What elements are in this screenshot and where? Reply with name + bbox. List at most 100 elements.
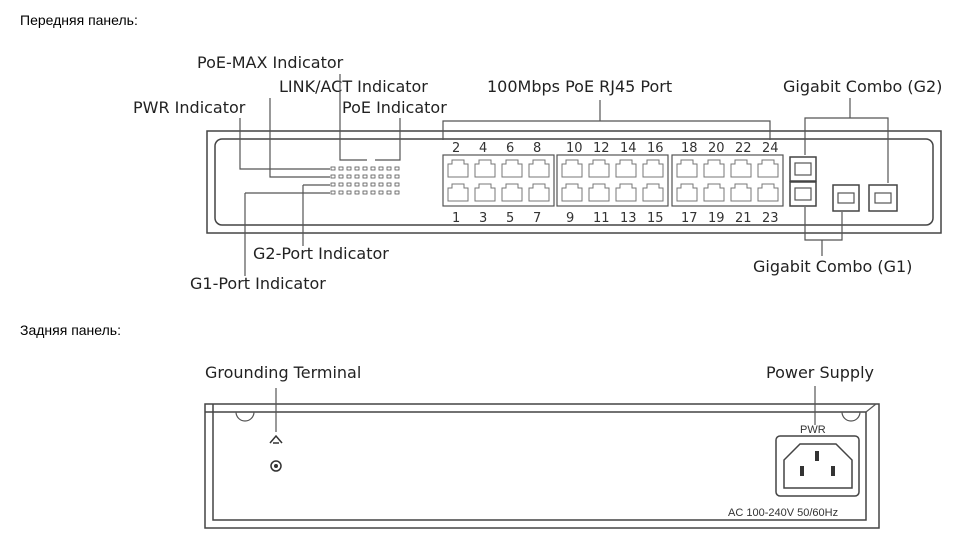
port-number-top: 20 [708, 141, 725, 156]
rj45-port-odd[interactable] [588, 183, 610, 202]
led-indicator [338, 182, 344, 187]
rj45-port-odd[interactable] [615, 183, 637, 202]
led-indicator [362, 166, 368, 171]
combo-rj45-g1[interactable] [789, 181, 817, 207]
led-indicator [346, 166, 352, 171]
rj45-port-even[interactable] [528, 159, 550, 178]
g2-leader-line [302, 184, 330, 246]
rj45-port-odd[interactable] [757, 183, 779, 202]
led-indicator-grid [330, 166, 400, 195]
led-indicator [330, 174, 336, 179]
led-indicator [346, 182, 352, 187]
gigabit-combo-g1-label: Gigabit Combo (G1) [753, 257, 912, 276]
led-indicator [394, 166, 400, 171]
pwr-label: PWR [800, 424, 826, 436]
rj45-port-even[interactable] [588, 159, 610, 178]
sfp-port-g1[interactable] [832, 184, 860, 212]
rj45-port-even[interactable] [474, 159, 496, 178]
port-group [671, 154, 784, 207]
port-number-top: 18 [681, 141, 698, 156]
port-number-top: 22 [735, 141, 752, 156]
led-indicator [362, 174, 368, 179]
port-number-bottom: 3 [479, 211, 487, 226]
port-number-top: 2 [452, 141, 460, 156]
rj45-port-even[interactable] [447, 159, 469, 178]
port-number-bottom: 15 [647, 211, 664, 226]
led-indicator [346, 190, 352, 195]
rj45-port-odd[interactable] [676, 183, 698, 202]
g1-port-indicator-label: G1-Port Indicator [190, 274, 326, 293]
port-number-bottom: 23 [762, 211, 779, 226]
rj45-port-even[interactable] [730, 159, 752, 178]
rj45-port-odd[interactable] [501, 183, 523, 202]
port-group [442, 154, 555, 207]
led-indicator [338, 174, 344, 179]
port-number-bottom: 21 [735, 211, 752, 226]
port-number-top: 12 [593, 141, 610, 156]
led-indicator [330, 182, 336, 187]
sfp-slot-icon [837, 192, 855, 204]
port-number-top: 4 [479, 141, 487, 156]
rj45-jack-icon [794, 162, 812, 176]
front-face [214, 138, 934, 226]
port-number-top: 24 [762, 141, 779, 156]
led-indicator [346, 174, 352, 179]
back-face [205, 404, 867, 521]
port-number-bottom: 19 [708, 211, 725, 226]
led-indicator [378, 182, 384, 187]
led-indicator [370, 190, 376, 195]
rj45-jack-icon [794, 187, 812, 201]
led-indicator [394, 174, 400, 179]
pwr-leader-line [239, 118, 330, 170]
rj45-port-odd[interactable] [730, 183, 752, 202]
led-indicator [362, 182, 368, 187]
rj45-port-odd[interactable] [642, 183, 664, 202]
poe-indicator-label: PoE Indicator [342, 98, 447, 117]
link-act-indicator-label: LINK/ACT Indicator [279, 77, 428, 96]
chassis-notches [235, 403, 877, 422]
port-number-bottom: 17 [681, 211, 698, 226]
rj45-port-even[interactable] [676, 159, 698, 178]
rj45-bracket [442, 100, 771, 140]
rj45-port-label: 100Mbps PoE RJ45 Port [487, 77, 672, 96]
ground-symbol-icon [269, 434, 283, 444]
rj45-port-even[interactable] [501, 159, 523, 178]
combo-g2-bracket [804, 98, 889, 183]
led-indicator [354, 174, 360, 179]
rj45-port-odd[interactable] [474, 183, 496, 202]
rj45-port-even[interactable] [615, 159, 637, 178]
led-indicator [354, 190, 360, 195]
led-indicator [330, 166, 336, 171]
link-act-leader-line [269, 98, 330, 178]
port-group [556, 154, 669, 207]
rj45-port-even[interactable] [703, 159, 725, 178]
port-number-bottom: 9 [566, 211, 574, 226]
rj45-port-odd[interactable] [561, 183, 583, 202]
grounding-terminal-label: Grounding Terminal [205, 363, 361, 382]
rj45-port-even[interactable] [757, 159, 779, 178]
combo-g1-bracket [804, 207, 843, 256]
g2-port-indicator-label: G2-Port Indicator [253, 244, 389, 263]
port-number-bottom: 13 [620, 211, 637, 226]
poe-max-indicator-label: PoE-MAX Indicator [197, 53, 344, 72]
rj45-port-odd[interactable] [447, 183, 469, 202]
led-indicator [394, 182, 400, 187]
power-supply-label: Power Supply [766, 363, 874, 382]
led-indicator [394, 190, 400, 195]
power-socket[interactable] [775, 435, 860, 497]
back-panel-caption: Задняя панель: [20, 322, 121, 338]
back-panel: Grounding Terminal Power Supply PWR AC 1… [204, 363, 880, 529]
rj45-port-even[interactable] [561, 159, 583, 178]
combo-rj45-g2[interactable] [789, 156, 817, 182]
rj45-port-odd[interactable] [703, 183, 725, 202]
led-indicator [338, 166, 344, 171]
poe-leader-line [375, 118, 401, 161]
led-indicator [386, 166, 392, 171]
rj45-port-odd[interactable] [528, 183, 550, 202]
led-indicator [370, 174, 376, 179]
led-indicator [386, 190, 392, 195]
led-indicator [386, 174, 392, 179]
sfp-port-g2[interactable] [868, 184, 898, 212]
rj45-port-even[interactable] [642, 159, 664, 178]
